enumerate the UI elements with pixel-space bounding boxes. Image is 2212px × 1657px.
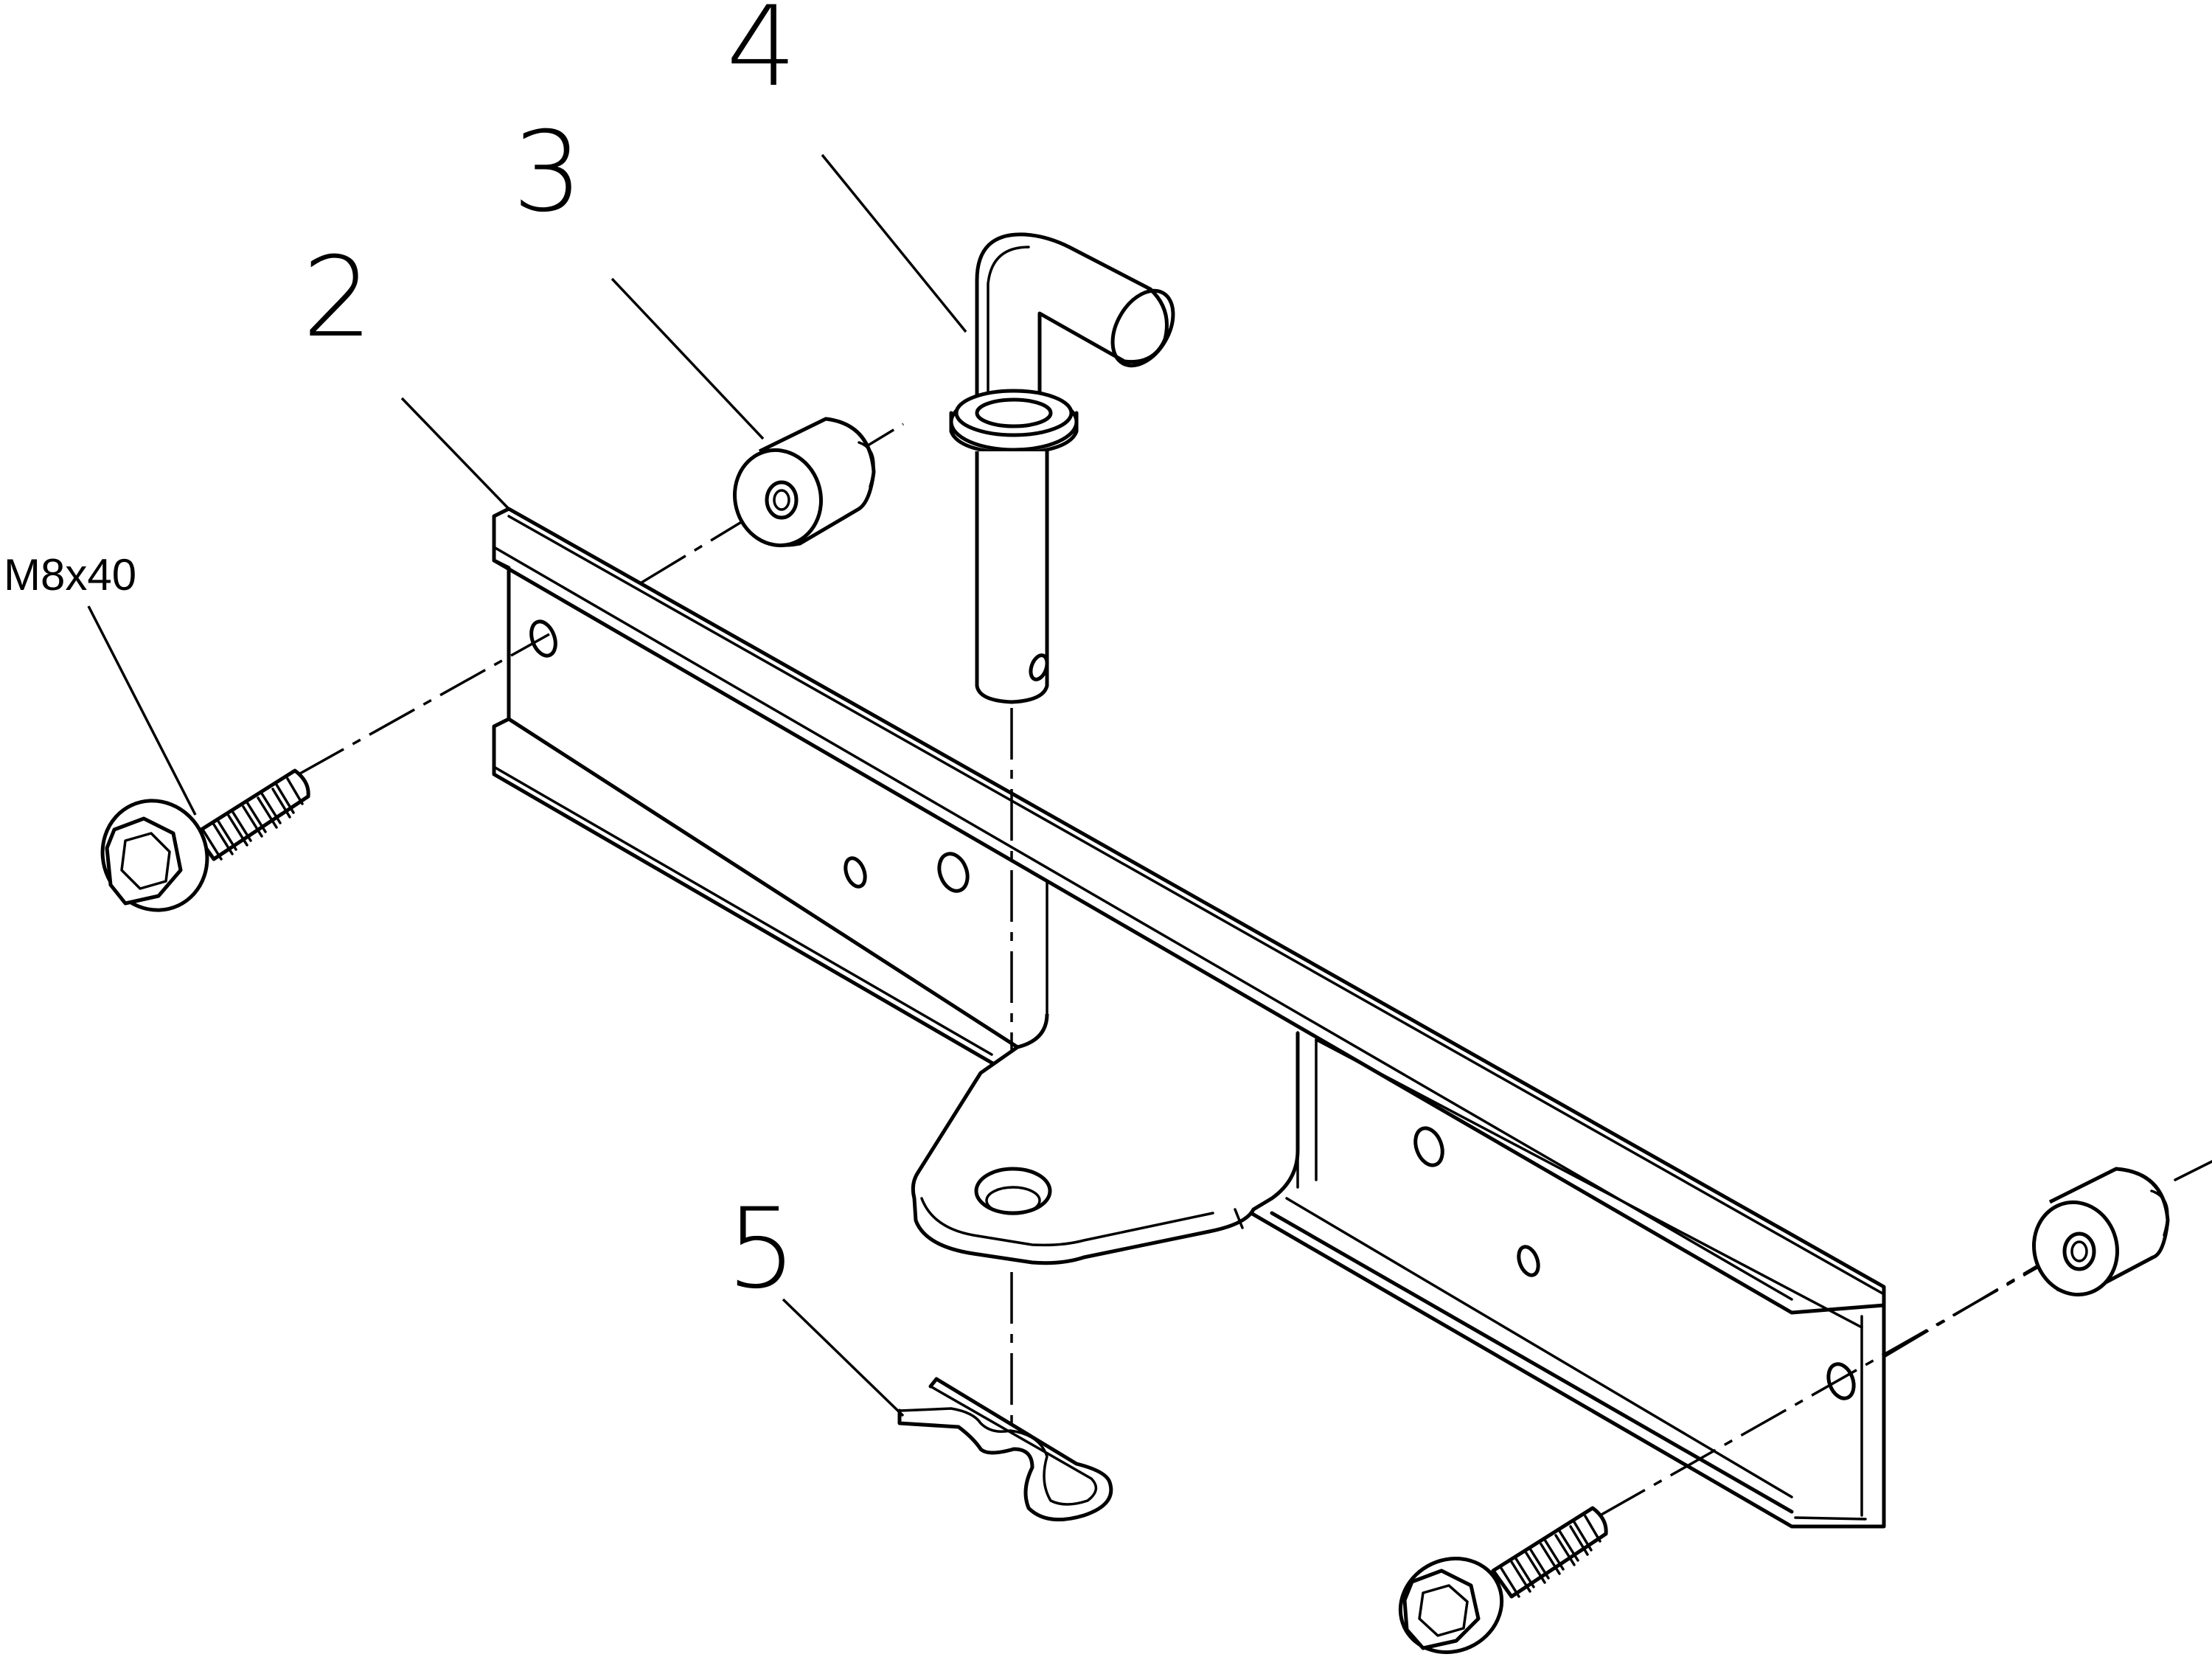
callout-2: 2 xyxy=(302,234,372,362)
callout-4: 4 xyxy=(726,0,796,111)
axis-bolt-left xyxy=(298,633,550,776)
leader-3 xyxy=(611,277,765,440)
leader-4 xyxy=(821,153,967,333)
spacer-bushing-left xyxy=(733,417,876,548)
leader-5 xyxy=(782,1298,905,1417)
bolt-spec-label: M8x40 xyxy=(4,550,136,600)
spacer-bushing-right xyxy=(2032,1167,2170,1297)
leader-bolt-spec xyxy=(87,605,197,816)
callout-5: 5 xyxy=(726,1185,796,1313)
axis-spacer-right-tail xyxy=(2174,1160,2212,1181)
flange-bolt-left xyxy=(100,768,310,912)
leader-2 xyxy=(400,397,510,510)
hairpin-clip xyxy=(897,1377,1113,1522)
drawbar-bracket xyxy=(492,507,1886,1529)
callout-3: 3 xyxy=(512,108,582,237)
flange-bolt-right xyxy=(1398,1506,1608,1655)
hitch-pin xyxy=(949,232,1175,704)
